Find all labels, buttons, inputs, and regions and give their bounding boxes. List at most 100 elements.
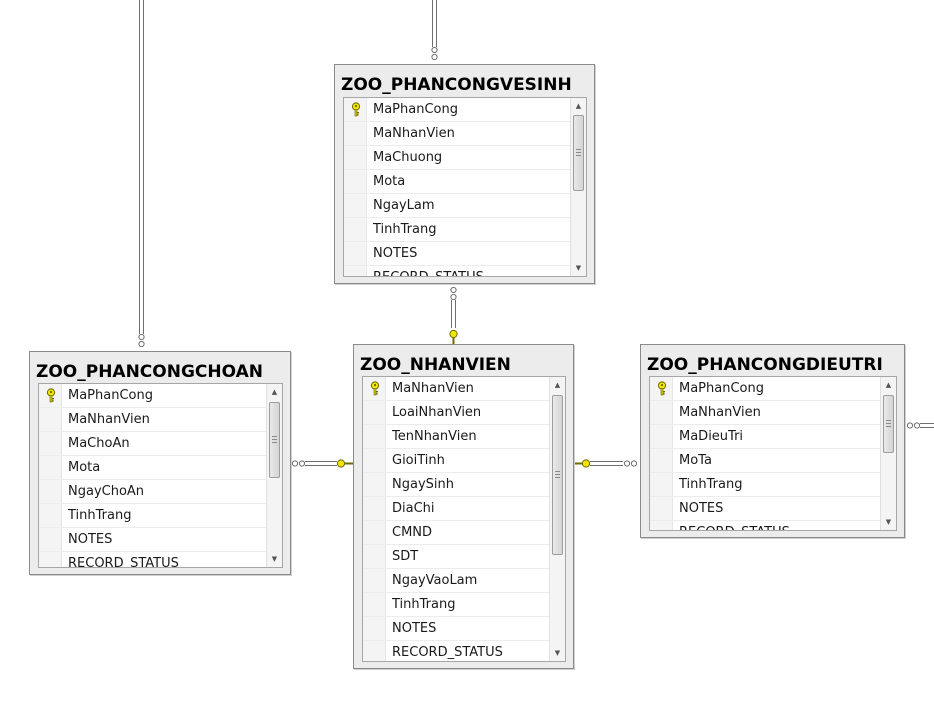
up-arrow-icon[interactable]: ▲: [885, 381, 892, 389]
row-selector[interactable]: [344, 170, 367, 193]
row-selector[interactable]: [39, 504, 62, 527]
row-selector[interactable]: [363, 473, 386, 496]
column-row[interactable]: NOTES: [344, 242, 570, 266]
row-selector[interactable]: [39, 456, 62, 479]
column-row[interactable]: NOTES: [39, 528, 266, 552]
row-selector[interactable]: [363, 641, 386, 661]
row-selector[interactable]: [650, 521, 673, 530]
vertical-scrollbar[interactable]: ▲ ▼: [266, 384, 282, 567]
column-row[interactable]: TinhTrang: [39, 504, 266, 528]
row-selector[interactable]: [39, 432, 62, 455]
relationship-line-dieutri-offscreen: [906, 422, 934, 429]
vertical-scrollbar[interactable]: ▲ ▼: [880, 377, 896, 530]
down-arrow-icon[interactable]: ▼: [575, 264, 582, 272]
row-selector[interactable]: [39, 480, 62, 503]
column-row[interactable]: RECORD_STATUS: [39, 552, 266, 567]
row-selector[interactable]: [344, 218, 367, 241]
column-row[interactable]: RECORD_STATUS: [344, 266, 570, 276]
row-selector[interactable]: [650, 425, 673, 448]
down-arrow-icon[interactable]: ▼: [271, 555, 278, 563]
scrollbar-thumb[interactable]: [573, 115, 584, 191]
vertical-scrollbar[interactable]: ▲ ▼: [549, 377, 565, 661]
column-row[interactable]: GioiTinh: [363, 449, 549, 473]
column-row[interactable]: MaPhanCong: [650, 377, 880, 401]
row-selector[interactable]: [363, 425, 386, 448]
up-arrow-icon[interactable]: ▲: [554, 381, 561, 389]
column-row[interactable]: MaChuong: [344, 146, 570, 170]
column-row[interactable]: MaPhanCong: [344, 98, 570, 122]
column-row[interactable]: LoaiNhanVien: [363, 401, 549, 425]
row-selector[interactable]: [344, 146, 367, 169]
row-selector[interactable]: [363, 377, 386, 400]
row-selector[interactable]: [650, 449, 673, 472]
column-row[interactable]: MaNhanVien: [363, 377, 549, 401]
column-row[interactable]: RECORD_STATUS: [363, 641, 549, 661]
row-selector[interactable]: [363, 617, 386, 640]
column-row[interactable]: NgayLam: [344, 194, 570, 218]
table-title[interactable]: ZOO_NHANVIEN: [360, 355, 511, 375]
scrollbar-thumb[interactable]: [269, 402, 280, 478]
column-row[interactable]: NOTES: [363, 617, 549, 641]
column-row[interactable]: DiaChi: [363, 497, 549, 521]
column-row[interactable]: TinhTrang: [363, 593, 549, 617]
column-row[interactable]: Mota: [344, 170, 570, 194]
up-arrow-icon[interactable]: ▲: [575, 102, 582, 110]
row-selector[interactable]: [363, 545, 386, 568]
column-row[interactable]: MaPhanCong: [39, 384, 266, 408]
column-row[interactable]: MaNhanVien: [344, 122, 570, 146]
row-selector[interactable]: [344, 98, 367, 121]
row-selector[interactable]: [650, 473, 673, 496]
column-row[interactable]: NOTES: [650, 497, 880, 521]
row-selector[interactable]: [344, 242, 367, 265]
column-row[interactable]: SDT: [363, 545, 549, 569]
row-selector[interactable]: [363, 401, 386, 424]
vertical-scrollbar[interactable]: ▲ ▼: [570, 98, 586, 276]
table-title[interactable]: ZOO_PHANCONGDIEUTRI: [647, 355, 883, 375]
column-row[interactable]: TinhTrang: [344, 218, 570, 242]
column-name: TinhTrang: [392, 597, 456, 612]
row-selector[interactable]: [650, 377, 673, 400]
row-selector[interactable]: [344, 266, 367, 276]
column-row[interactable]: NgayVaoLam: [363, 569, 549, 593]
row-selector[interactable]: [363, 593, 386, 616]
up-arrow-icon[interactable]: ▲: [271, 388, 278, 396]
row-selector[interactable]: [344, 194, 367, 217]
column-row[interactable]: MaNhanVien: [650, 401, 880, 425]
column-row[interactable]: MoTa: [650, 449, 880, 473]
scrollbar-thumb[interactable]: [883, 395, 894, 453]
column-row[interactable]: NgaySinh: [363, 473, 549, 497]
column-row[interactable]: MaNhanVien: [39, 408, 266, 432]
row-selector[interactable]: [39, 384, 62, 407]
row-selector[interactable]: [39, 528, 62, 551]
row-selector[interactable]: [650, 401, 673, 424]
column-row[interactable]: NgayChoAn: [39, 480, 266, 504]
table-title[interactable]: ZOO_PHANCONGCHOAN: [36, 362, 263, 382]
row-selector[interactable]: [363, 497, 386, 520]
column-row[interactable]: CMND: [363, 521, 549, 545]
row-selector[interactable]: [344, 122, 367, 145]
column-row[interactable]: RECORD_STATUS: [650, 521, 880, 530]
column-row[interactable]: TenNhanVien: [363, 425, 549, 449]
scrollbar-thumb[interactable]: [552, 395, 563, 555]
row-selector[interactable]: [39, 552, 62, 567]
column-row[interactable]: MaChoAn: [39, 432, 266, 456]
column-row[interactable]: TinhTrang: [650, 473, 880, 497]
row-selector[interactable]: [363, 521, 386, 544]
column-row[interactable]: MaDieuTri: [650, 425, 880, 449]
row-selector[interactable]: [39, 408, 62, 431]
down-arrow-icon[interactable]: ▼: [885, 518, 892, 526]
column-row[interactable]: Mota: [39, 456, 266, 480]
down-arrow-icon[interactable]: ▼: [554, 649, 561, 657]
row-selector[interactable]: [363, 569, 386, 592]
table-title[interactable]: ZOO_PHANCONGVESINH: [341, 75, 572, 95]
row-selector[interactable]: [650, 497, 673, 520]
row-selector[interactable]: [363, 449, 386, 472]
